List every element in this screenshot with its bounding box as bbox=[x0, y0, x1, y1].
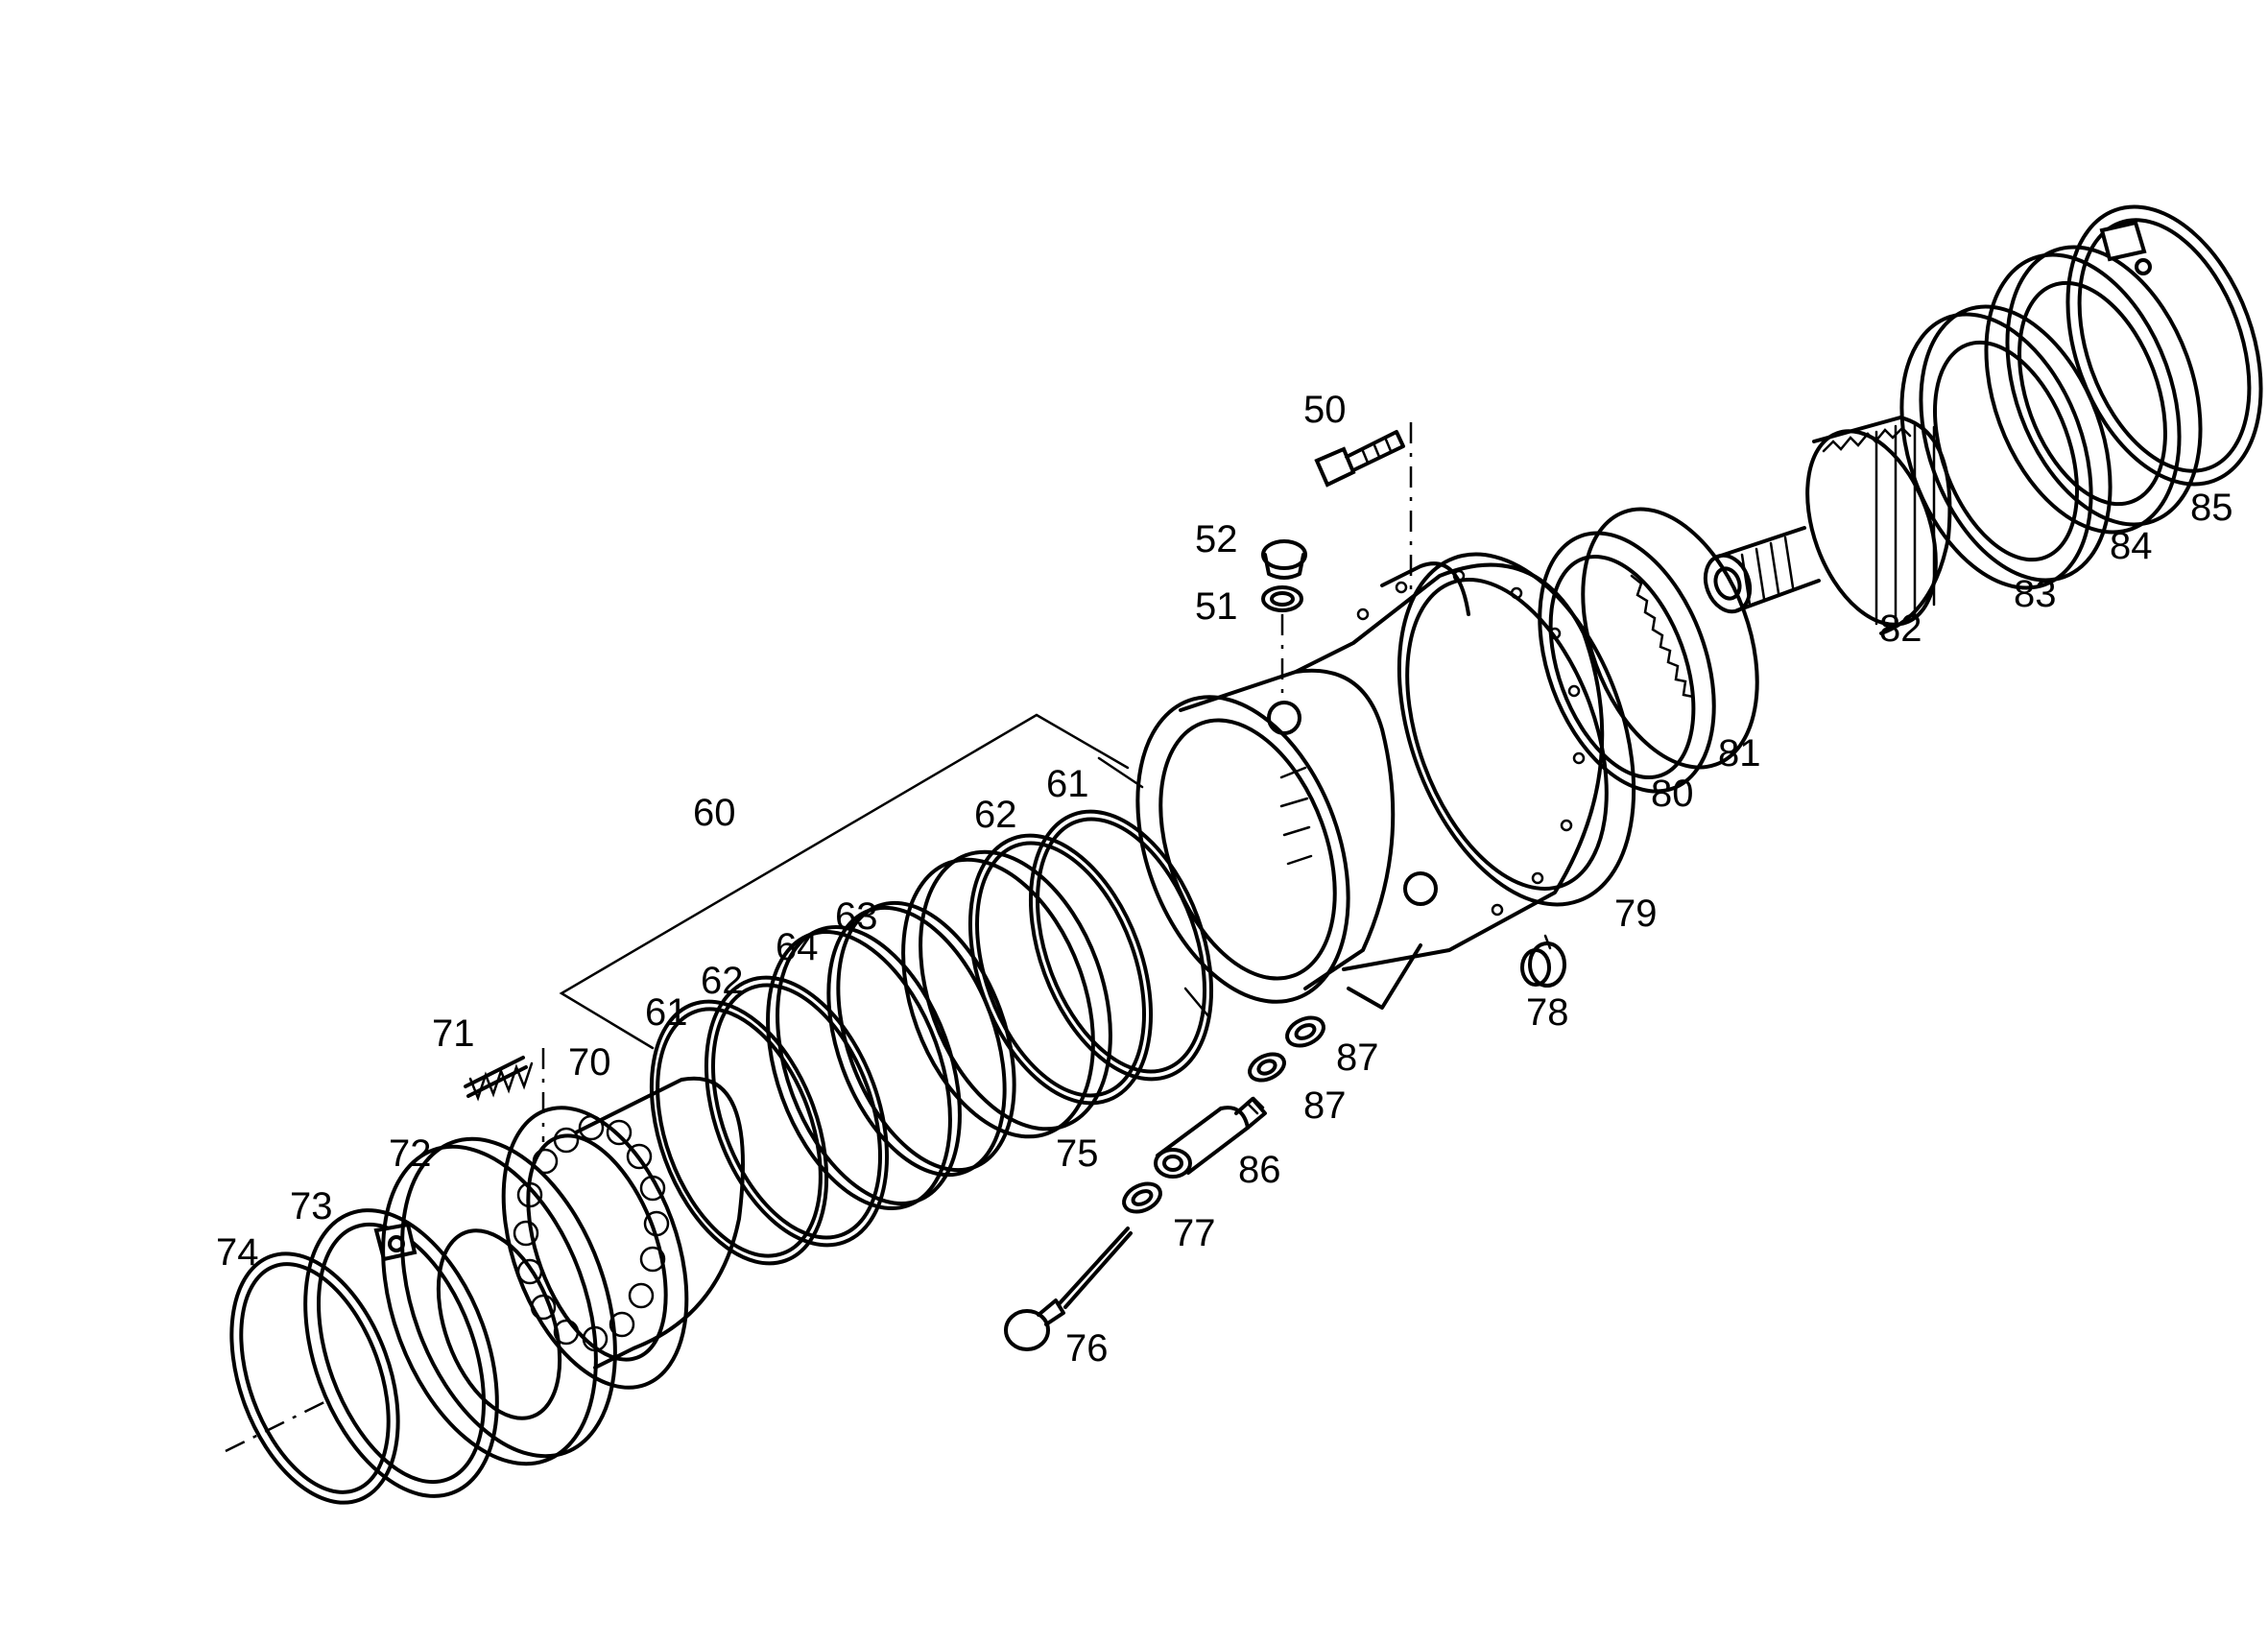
label-61-left: 61 bbox=[645, 991, 688, 1034]
part-77-washer bbox=[1122, 1181, 1162, 1214]
label-82: 82 bbox=[1879, 608, 1922, 650]
part-75-ring bbox=[901, 849, 1112, 1139]
axis-line bbox=[225, 1399, 327, 1453]
label-85: 85 bbox=[2190, 487, 2233, 529]
label-86: 86 bbox=[1238, 1149, 1281, 1191]
label-73: 73 bbox=[290, 1185, 333, 1227]
leader-lines bbox=[1097, 756, 1552, 1019]
part-50-bolt bbox=[1314, 422, 1413, 605]
label-75: 75 bbox=[1056, 1132, 1099, 1175]
part-74-snap-ring bbox=[229, 1251, 400, 1505]
label-79: 79 bbox=[1614, 893, 1658, 935]
label-83: 83 bbox=[2014, 573, 2057, 615]
part-87-washer-a bbox=[1285, 1015, 1325, 1048]
part-52-plug bbox=[1261, 539, 1307, 580]
part-80-disc bbox=[1538, 531, 1716, 794]
label-63: 63 bbox=[835, 895, 878, 938]
part-64-plate bbox=[766, 925, 962, 1210]
label-72: 72 bbox=[389, 1132, 432, 1175]
label-61-right: 61 bbox=[1046, 763, 1089, 805]
part-73-circlip bbox=[303, 1208, 499, 1498]
label-51: 51 bbox=[1195, 585, 1238, 628]
label-50: 50 bbox=[1303, 389, 1347, 431]
callout-labels: 50 52 51 60 61 62 63 64 62 61 71 70 72 7… bbox=[216, 389, 2233, 1370]
label-52: 52 bbox=[1195, 518, 1238, 560]
label-81: 81 bbox=[1718, 732, 1761, 774]
label-87-a: 87 bbox=[1336, 1036, 1379, 1079]
part-61-ring-left bbox=[649, 999, 829, 1266]
label-62-left: 62 bbox=[701, 960, 744, 1002]
label-76: 76 bbox=[1065, 1327, 1109, 1370]
part-84-ring bbox=[1984, 245, 2203, 535]
part-62-ring-right bbox=[967, 833, 1154, 1106]
label-71: 71 bbox=[432, 1013, 475, 1055]
part-70-piston bbox=[501, 1076, 745, 1390]
part-78-plug bbox=[1520, 941, 1566, 988]
part-72-thrust-washer bbox=[381, 1136, 617, 1466]
part-61-ring-right bbox=[1028, 809, 1214, 1082]
label-77: 77 bbox=[1173, 1212, 1216, 1254]
part-71-spring bbox=[464, 1048, 545, 1142]
label-62-right: 62 bbox=[974, 794, 1017, 836]
part-87-washer-b bbox=[1248, 1052, 1286, 1083]
label-64: 64 bbox=[776, 926, 819, 968]
label-84: 84 bbox=[2110, 525, 2153, 567]
part-51-seal-ring bbox=[1261, 585, 1303, 696]
label-74: 74 bbox=[216, 1231, 259, 1274]
label-60: 60 bbox=[693, 792, 736, 834]
part-62-ring-left bbox=[704, 975, 890, 1248]
label-80: 80 bbox=[1651, 773, 1694, 815]
group-60-bracket bbox=[559, 713, 1130, 1050]
part-85-circlip bbox=[2065, 204, 2263, 487]
part-81-toothed-disc bbox=[1581, 507, 1759, 770]
part-83-ring bbox=[1899, 304, 2113, 590]
part-79-housing bbox=[1135, 552, 1636, 1010]
label-78: 78 bbox=[1526, 991, 1569, 1034]
label-70: 70 bbox=[568, 1041, 611, 1084]
part-86-fitting bbox=[1154, 1096, 1267, 1179]
label-87-b: 87 bbox=[1303, 1084, 1347, 1127]
part-76-dipstick bbox=[1004, 1227, 1133, 1351]
part-82-spline-shaft bbox=[1703, 416, 1952, 635]
